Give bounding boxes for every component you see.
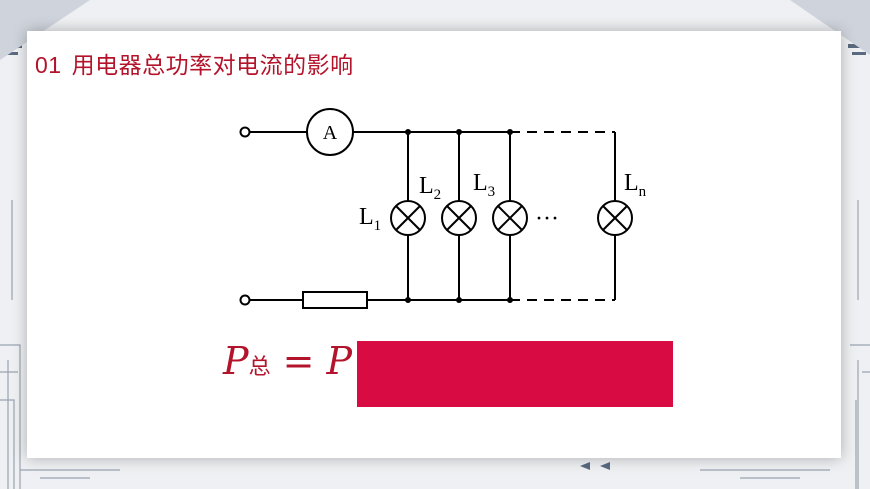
junction-dot <box>456 129 462 135</box>
junction-dot <box>507 129 513 135</box>
lamp-1-symbol <box>390 200 426 236</box>
answer-cover-block[interactable] <box>357 341 673 407</box>
lamp-n-label: Ln <box>624 170 647 200</box>
title-number: 01 <box>35 52 62 78</box>
input-terminal-bottom <box>239 294 251 306</box>
lamp-n-symbol <box>597 200 633 236</box>
input-terminal-top <box>239 126 251 138</box>
junction-dot <box>405 129 411 135</box>
formula-rhs: P <box>326 339 353 383</box>
lamp-1-label: L1 <box>359 204 381 234</box>
formula-operator: = <box>282 339 315 383</box>
formula-lhs: P <box>223 339 249 383</box>
fuse-symbol <box>302 291 368 309</box>
slide-title: 01 用电器总功率对电流的影响 <box>35 46 354 80</box>
power-formula: P总=P <box>223 339 352 383</box>
parallel-circuit-diagram: A L1 L2 L3 Ln ··· <box>239 108 647 309</box>
lamp-2-label: L2 <box>419 173 441 203</box>
slide-card: 01 用电器总功率对电流的影响 <box>27 31 841 458</box>
ammeter-label: A <box>323 122 338 144</box>
lamp-3-symbol <box>492 200 528 236</box>
formula-lhs-subscript: 总 <box>248 355 271 380</box>
lamp-3-label: L3 <box>473 170 495 200</box>
ellipsis-label: ··· <box>535 206 559 232</box>
junction-dot <box>507 297 513 303</box>
ammeter-symbol <box>306 108 354 156</box>
junction-dot <box>456 297 462 303</box>
lamp-2-symbol <box>441 200 477 236</box>
title-text: 用电器总功率对电流的影响 <box>71 53 354 79</box>
junction-dot <box>405 297 411 303</box>
